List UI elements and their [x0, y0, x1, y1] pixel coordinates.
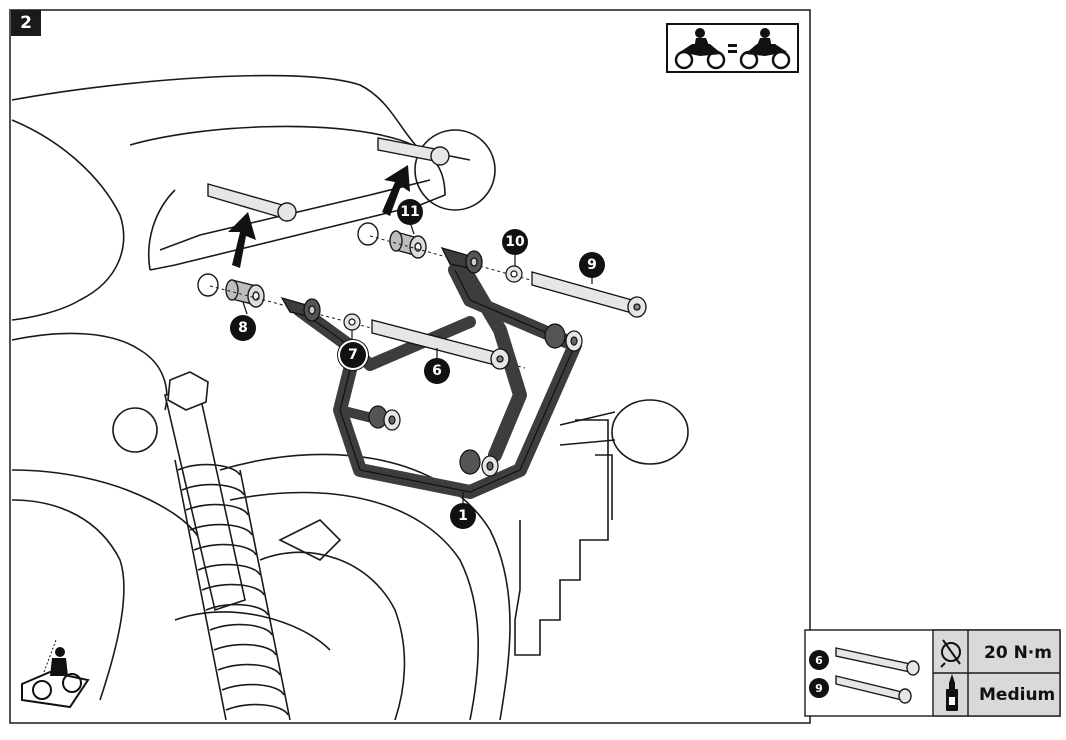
callout-leaders	[242, 221, 593, 503]
frame-tube-ends	[280, 246, 483, 322]
shock-absorber	[163, 371, 291, 721]
callout-8: 8	[230, 315, 256, 341]
spacers	[225, 230, 427, 308]
insert-arrows	[228, 165, 410, 268]
callout-10: 10	[502, 229, 528, 255]
callout-9: 9	[579, 252, 605, 278]
step-number: 2	[11, 10, 41, 36]
callout-11: 11	[397, 199, 423, 225]
callout-6: 6	[424, 358, 450, 384]
spec-panel-frame	[804, 629, 1061, 717]
torque-value: 20 N·m	[984, 643, 1052, 663]
frame-outline	[299, 269, 576, 493]
bolts-6-9	[371, 271, 647, 370]
diagram-frame	[9, 9, 811, 724]
frame-bushings	[368, 323, 583, 477]
motorcycle-side-icon	[21, 639, 90, 709]
callout-1: 1	[450, 503, 476, 529]
spec-callout-9: 9	[809, 678, 829, 698]
spec-callout-6: 6	[809, 650, 829, 670]
torque-wrench-icon	[940, 639, 961, 668]
callout-7: 7	[340, 342, 366, 368]
threadlocker-bottle-icon	[946, 674, 958, 711]
washers	[343, 265, 523, 331]
both-sides-motorcycle-icon	[666, 23, 799, 73]
threadlocker-strength: Medium	[979, 685, 1056, 705]
mount-holes	[197, 222, 379, 297]
long-bolts-top	[207, 137, 450, 222]
